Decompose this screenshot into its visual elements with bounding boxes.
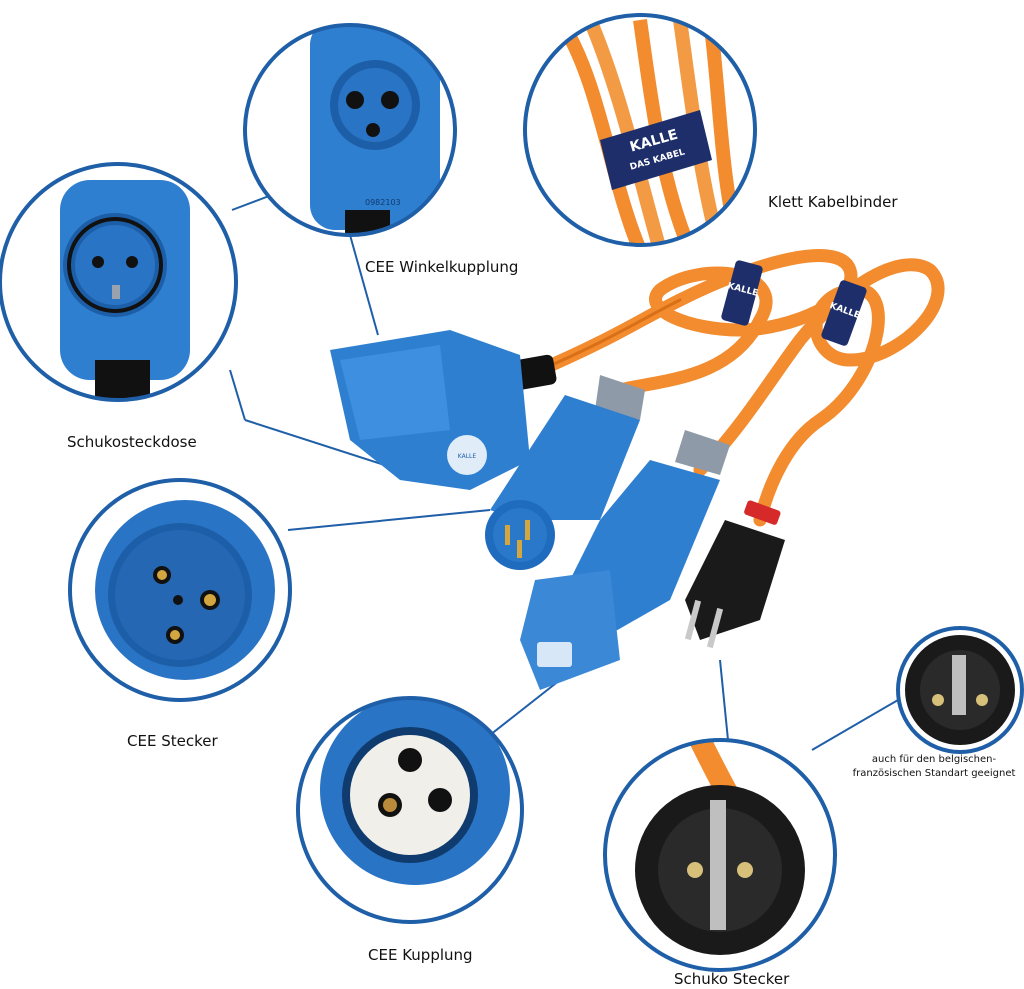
detail-schukosteckdose: [0, 162, 238, 402]
cee-kupplung-product: [520, 430, 730, 690]
cee-winkelkupplung-product: KALLE: [330, 330, 557, 490]
detail-schuko-stecker: [603, 738, 837, 972]
label-klett-kabelbinder: Klett Kabelbinder: [768, 193, 898, 211]
cable-strap-1: KALLE: [721, 260, 763, 326]
label-cee-winkelkupplung: CEE Winkelkupplung: [365, 258, 519, 276]
cee-stecker-product: [485, 375, 645, 570]
label-cee-stecker: CEE Stecker: [127, 732, 218, 750]
cable-strap-2: KALLE: [821, 280, 867, 346]
detail-belgian-french-standard: [896, 626, 1024, 754]
label-standard-note-line1: auch für den belgischen-: [871, 754, 997, 765]
svg-text:KALLE: KALLE: [458, 453, 477, 460]
schuko-stecker-product: [684, 500, 785, 649]
callout-lines: [229, 189, 899, 751]
label-schukosteckdose: Schukosteckdose: [67, 433, 197, 451]
label-schuko-stecker: Schuko Stecker: [674, 970, 790, 988]
detail-klett-kabelbinder: KALLE DAS KABEL: [523, 13, 757, 247]
detail-cee-kupplung: [296, 696, 524, 924]
detail-cee-stecker: [68, 478, 292, 702]
svg-text:0982103: 0982103: [365, 198, 401, 207]
label-standard-note-line2: französischen Standart geeignet: [852, 768, 1016, 779]
label-cee-kupplung: CEE Kupplung: [368, 946, 473, 964]
orange-cables: [533, 249, 945, 527]
detail-cee-winkelkupplung: 0982103: [243, 23, 457, 237]
label-standard-note: auch für den belgischen- französischen S…: [845, 753, 1023, 781]
